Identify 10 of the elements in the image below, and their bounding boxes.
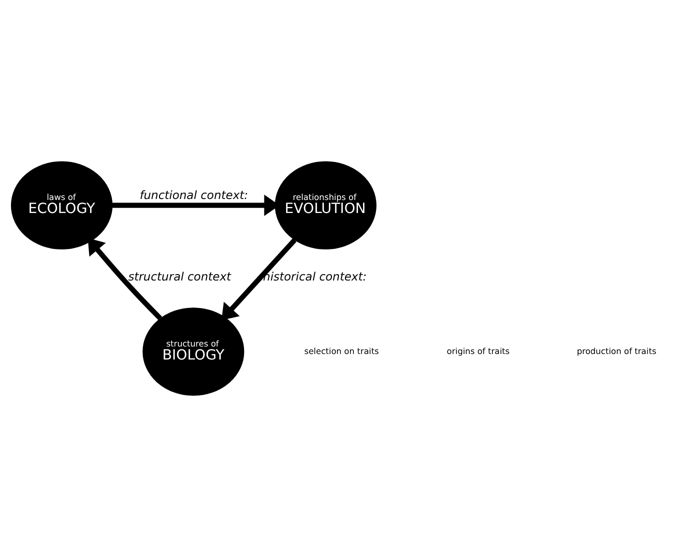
- label: production of traits: [576, 346, 656, 356]
- edge-label: functional context:: [140, 188, 248, 202]
- arrow: [88, 238, 162, 320]
- arrow: [221, 238, 297, 320]
- label: origins of traits: [446, 346, 510, 356]
- node-ellipse: laws of ECOLOGY: [10, 161, 113, 250]
- node-ellipse: structures of BIOLOGY: [142, 308, 244, 396]
- node-ellipse: relationships of EVOLUTION: [274, 161, 376, 250]
- label: selection on traits: [304, 346, 379, 356]
- edge-label: structural context: [128, 270, 232, 284]
